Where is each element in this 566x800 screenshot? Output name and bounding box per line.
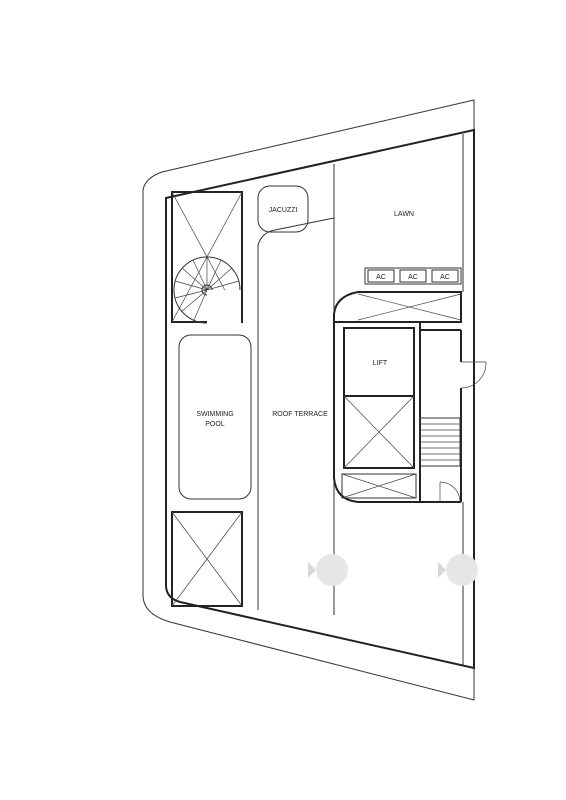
- ac-label: AC: [408, 274, 418, 281]
- door-swing-lower: [439, 481, 461, 503]
- service-shaft-top: [333, 291, 462, 323]
- section-marker-left: [308, 554, 348, 586]
- core-block: [333, 322, 462, 503]
- ac-label: AC: [440, 274, 450, 281]
- jacuzzi: JACUZZI: [257, 185, 309, 233]
- outer-wall: [142, 99, 475, 701]
- ac-unit: [367, 269, 395, 283]
- swimming-pool: SWIMMING POOL: [178, 334, 252, 500]
- ac-unit-row: AC AC AC: [364, 267, 462, 285]
- lawn-label: LAWN: [394, 211, 414, 218]
- jacuzzi-label: JACUZZI: [269, 207, 298, 214]
- lift-void: [343, 395, 415, 469]
- void-bottom-left: [171, 511, 243, 607]
- lift-label: LIFT: [373, 360, 388, 367]
- ac-unit: [399, 269, 427, 283]
- ac-label: AC: [376, 274, 386, 281]
- door-swing: [460, 361, 487, 389]
- core-staircase: [419, 417, 461, 467]
- ac-unit: [431, 269, 459, 283]
- roof-terrace-label: ROOF TERRACE: [272, 411, 328, 418]
- pool-label-line1: SWIMMING: [196, 411, 233, 418]
- roof-terrace-area: [257, 217, 335, 615]
- service-shaft-bottom: [341, 473, 417, 499]
- lift-shaft: LIFT: [343, 327, 415, 397]
- inner-wall: [165, 128, 475, 670]
- pool-label-line2: POOL: [205, 421, 225, 428]
- spiral-staircase: [173, 256, 241, 324]
- section-marker-right: [438, 554, 478, 586]
